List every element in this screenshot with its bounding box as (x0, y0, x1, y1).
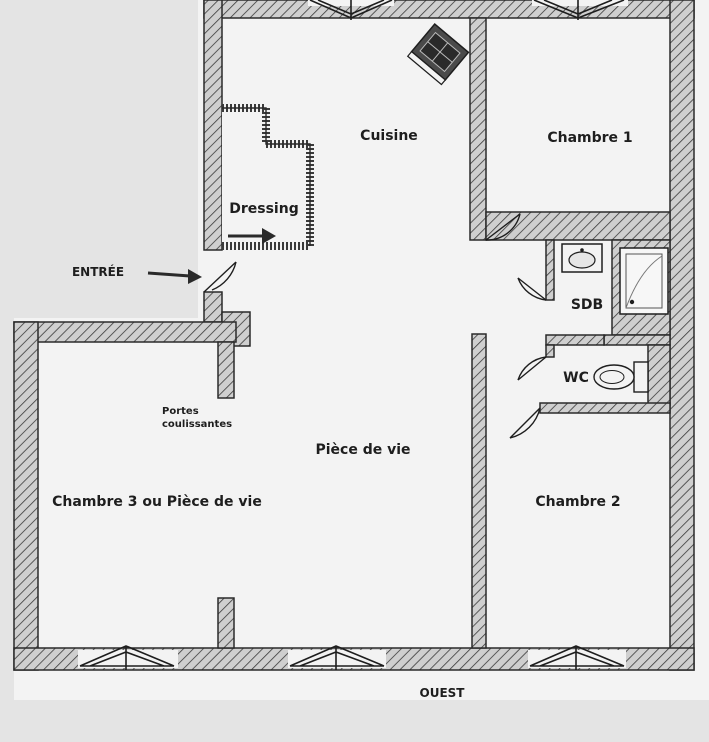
window-top-cuisine (308, 0, 394, 20)
label-chambre1: Chambre 1 (547, 130, 632, 146)
window-bottom-piece-de-vie (288, 645, 386, 670)
label-coulissantes: coulissantes (162, 419, 232, 430)
door-sdb (517, 277, 547, 301)
shower-icon (619, 247, 669, 315)
label-entree: ENTRÉE (72, 264, 124, 279)
window-bottom-chambre2 (528, 645, 626, 670)
entree-arrow-icon (147, 269, 202, 284)
door-entree (203, 261, 237, 293)
doors (203, 213, 547, 439)
paper-lower-left (14, 318, 214, 700)
window-bottom-chambre3 (78, 645, 178, 670)
window-top-chambre1 (532, 0, 628, 20)
label-chambre2: Chambre 2 (535, 494, 620, 510)
label-sdb: SDB (571, 297, 603, 313)
windows (78, 0, 628, 670)
toilet-icon (593, 361, 649, 393)
label-portes: Portes (162, 406, 199, 417)
dressing-closet (222, 104, 314, 250)
door-chambre2 (509, 407, 541, 439)
label-chambre3: Chambre 3 ou Pièce de vie (52, 494, 262, 510)
paper-upper (198, 0, 709, 700)
label-dressing: Dressing (229, 201, 298, 217)
label-cuisine: Cuisine (360, 128, 418, 144)
label-orientation: OUEST (420, 686, 466, 700)
label-piece-de-vie: Pièce de vie (315, 442, 410, 458)
dressing-arrow-icon (228, 228, 276, 244)
sink-icon (561, 243, 603, 273)
label-wc: WC (563, 370, 589, 386)
door-chambre1 (485, 213, 521, 241)
stove-icon (406, 23, 470, 86)
door-wc (517, 356, 547, 381)
